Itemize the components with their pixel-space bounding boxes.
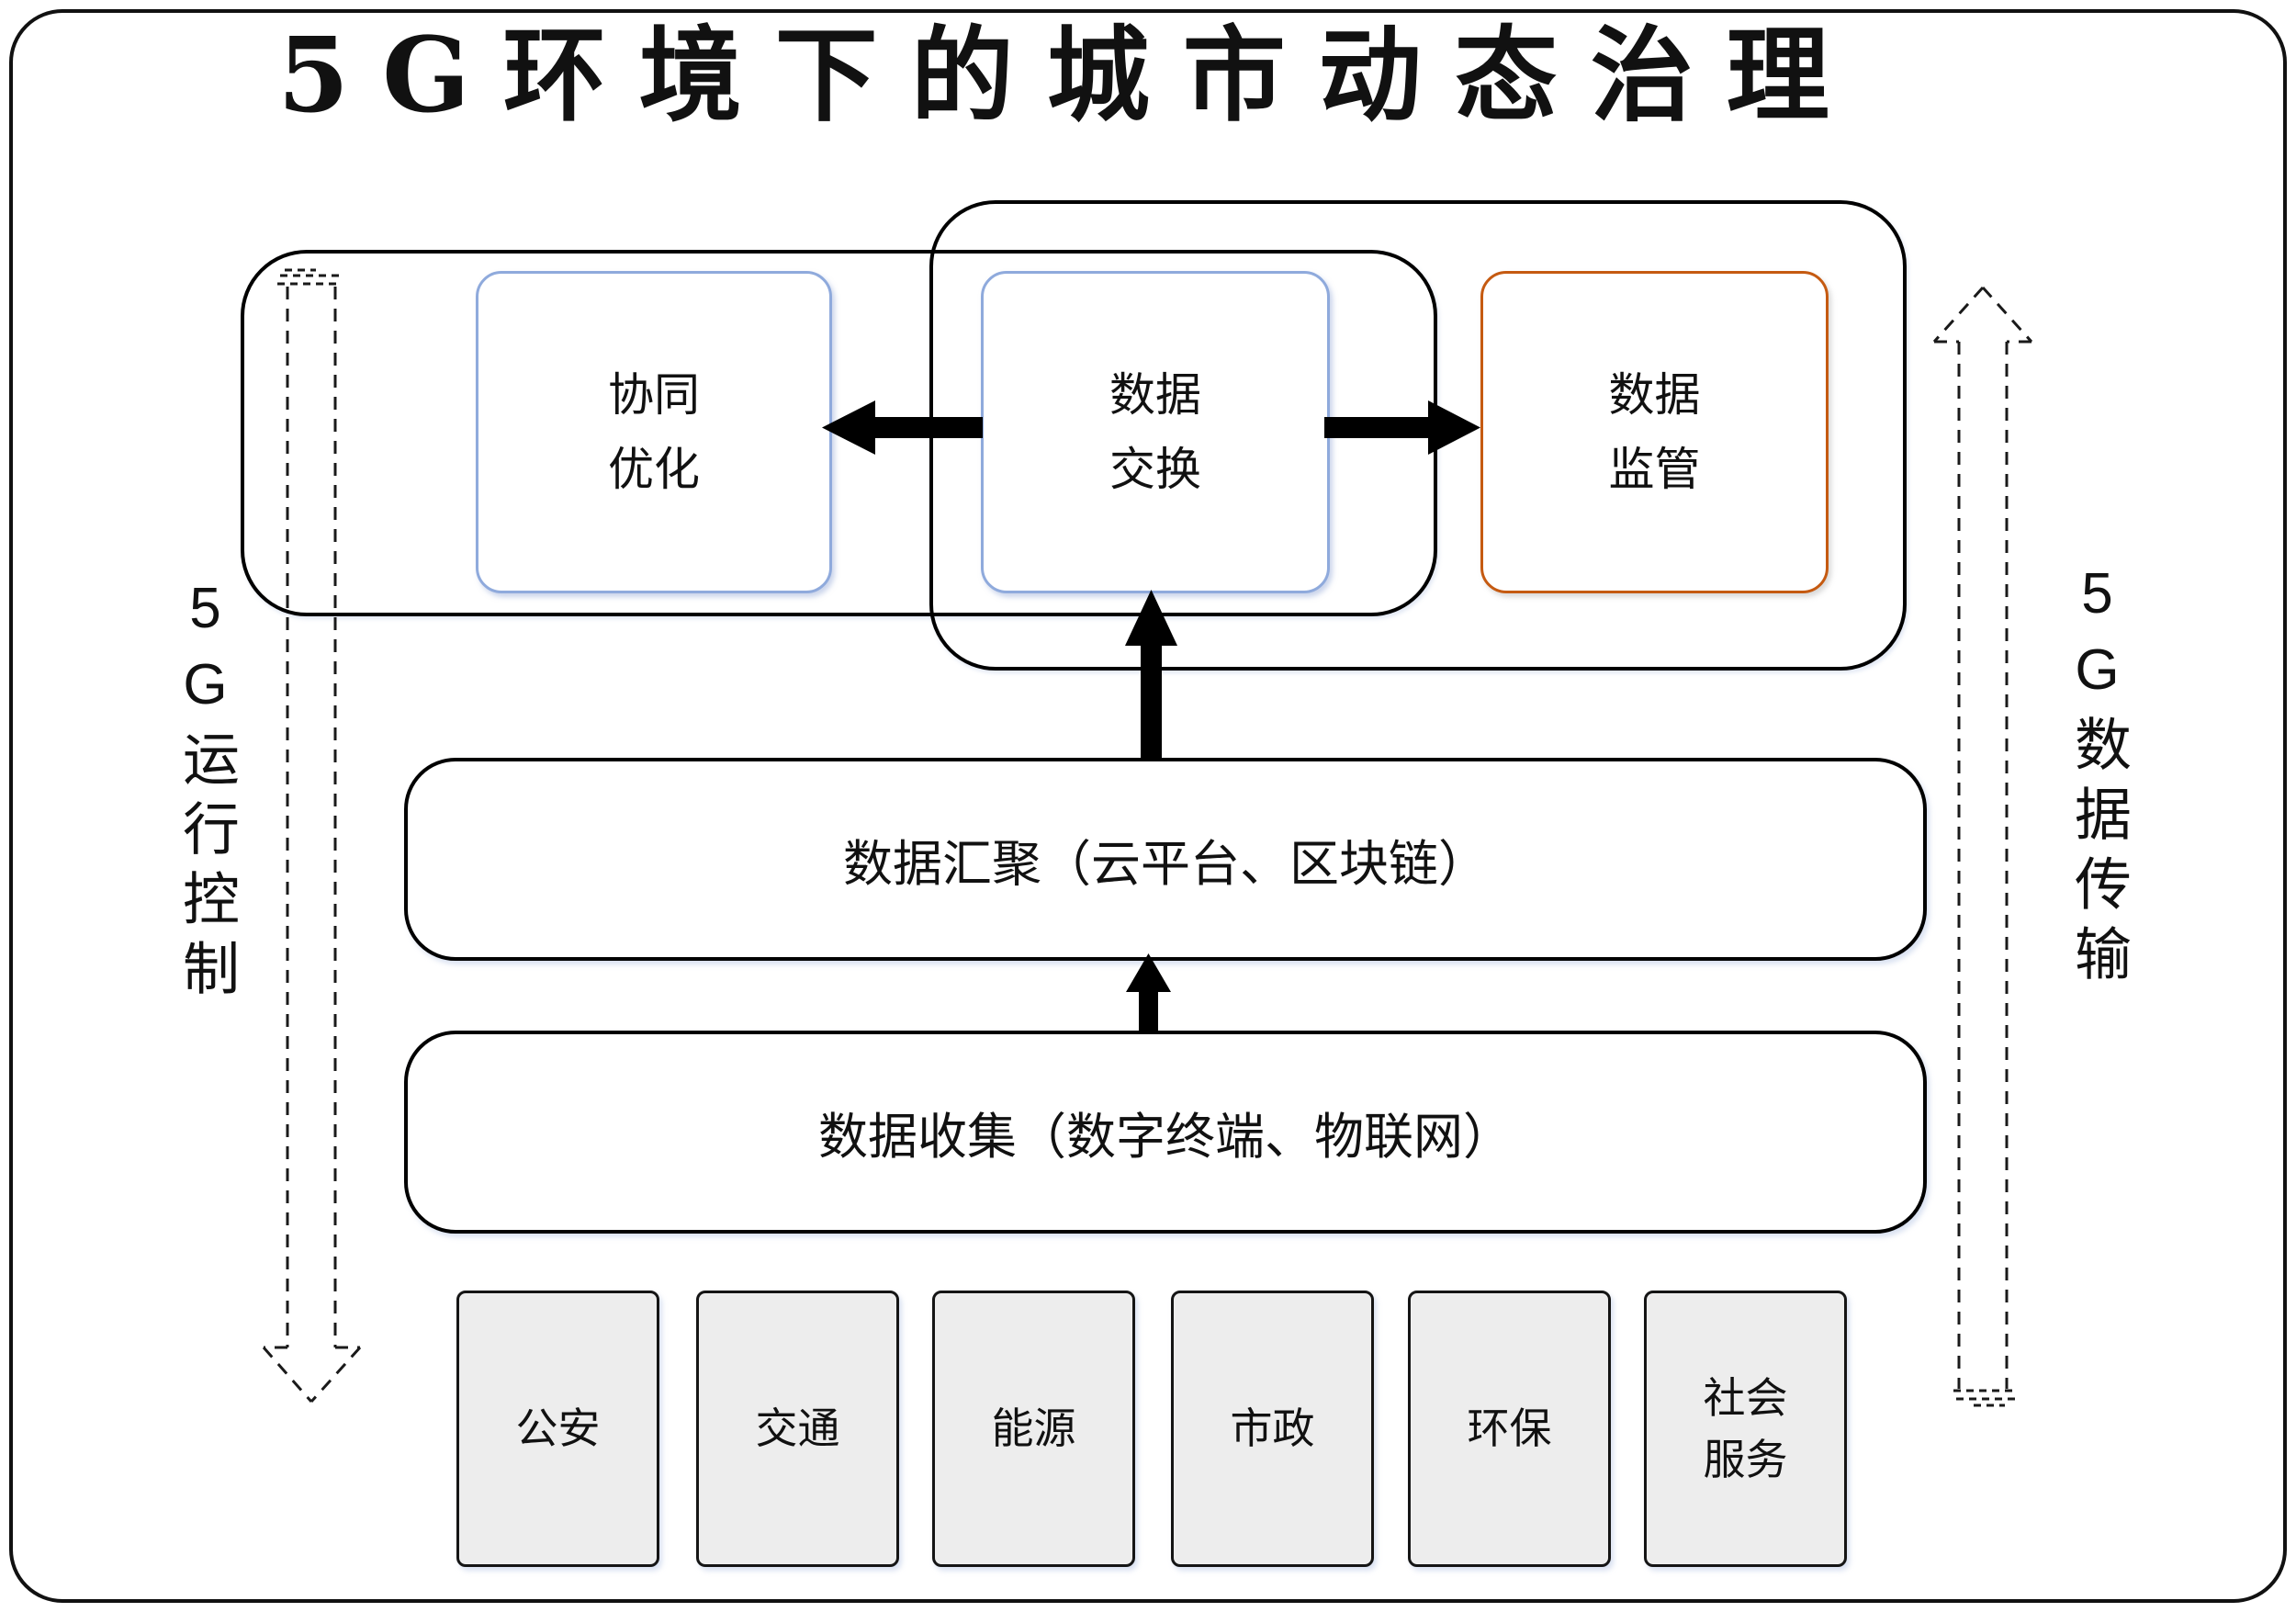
label-5g-data-transmission: 5G数据传输	[2065, 562, 2129, 994]
sector-label: 市政	[1230, 1404, 1315, 1453]
box-data-aggregation: 数据汇聚（云平台、区块链）	[404, 758, 1927, 961]
figure-border	[9, 9, 2287, 1603]
box-data-exchange-label: 数据 交换	[1109, 368, 1201, 495]
diagram-title: 5G环境下的城市动态治理	[277, 16, 1863, 136]
sector-box-public-security: 公安	[456, 1291, 659, 1567]
box-collaborative-optimization-label: 协同 优化	[608, 368, 700, 495]
sector-label: 社会服务	[1703, 1373, 1788, 1483]
box-data-collection-label: 数据收集（数字终端、物联网）	[818, 1110, 1513, 1165]
box-collaborative-optimization: 协同 优化	[476, 271, 832, 593]
label-5g-operation-control: 5G运行控制	[174, 577, 237, 1009]
sector-label: 交通	[755, 1404, 840, 1453]
sector-label: 公安	[515, 1404, 601, 1453]
box-data-exchange: 数据 交换	[981, 271, 1330, 593]
sector-box-social-services: 社会服务	[1644, 1291, 1847, 1567]
sector-box-energy: 能源	[932, 1291, 1135, 1567]
sector-box-transport: 交通	[696, 1291, 899, 1567]
sector-box-municipal: 市政	[1171, 1291, 1374, 1567]
sector-box-environment: 环保	[1408, 1291, 1611, 1567]
box-data-collection: 数据收集（数字终端、物联网）	[404, 1031, 1927, 1234]
box-data-aggregation-label: 数据汇聚（云平台、区块链）	[843, 837, 1488, 892]
sector-label: 能源	[991, 1404, 1076, 1453]
box-data-supervision-label: 数据 监管	[1608, 368, 1701, 495]
sector-label: 环保	[1467, 1404, 1552, 1453]
box-data-supervision: 数据 监管	[1480, 271, 1829, 593]
